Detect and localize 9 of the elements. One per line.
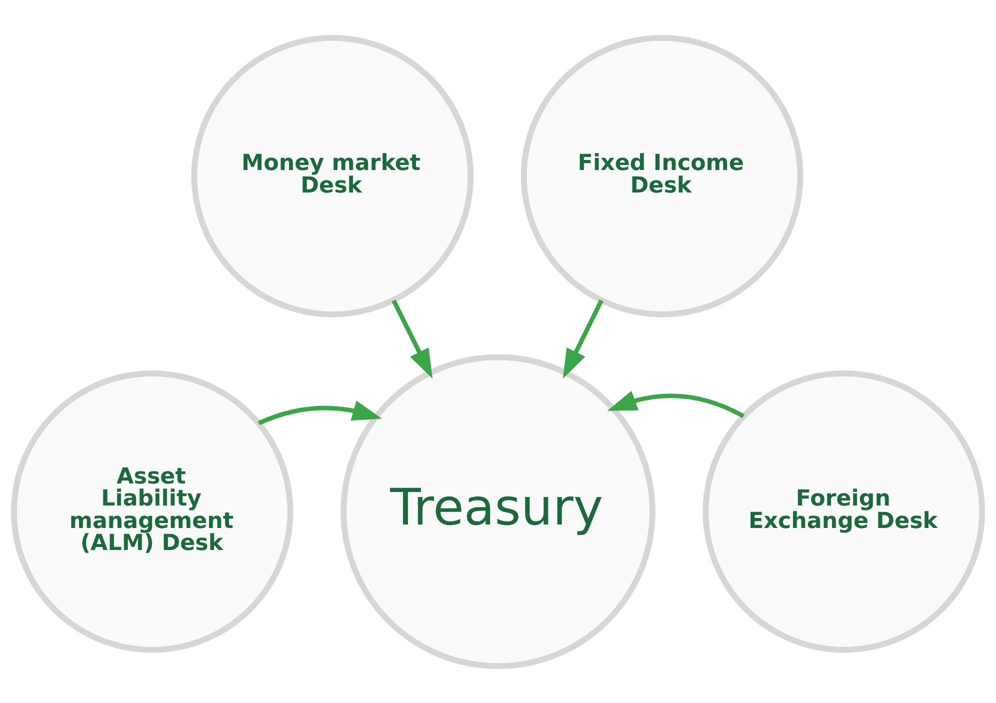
- node-circle: Fixed Income Desk: [520, 34, 804, 317]
- node-circle: Foreign Exchange Desk: [702, 370, 986, 652]
- arrow: [258, 400, 382, 425]
- node-circle: Asset Liability management (ALM) Desk: [10, 370, 294, 652]
- node-circle: Treasury: [340, 354, 656, 669]
- arrow: [392, 298, 433, 378]
- arrow: [607, 390, 745, 418]
- arrow: [562, 299, 604, 378]
- node-circle: Money market Desk: [191, 34, 474, 317]
